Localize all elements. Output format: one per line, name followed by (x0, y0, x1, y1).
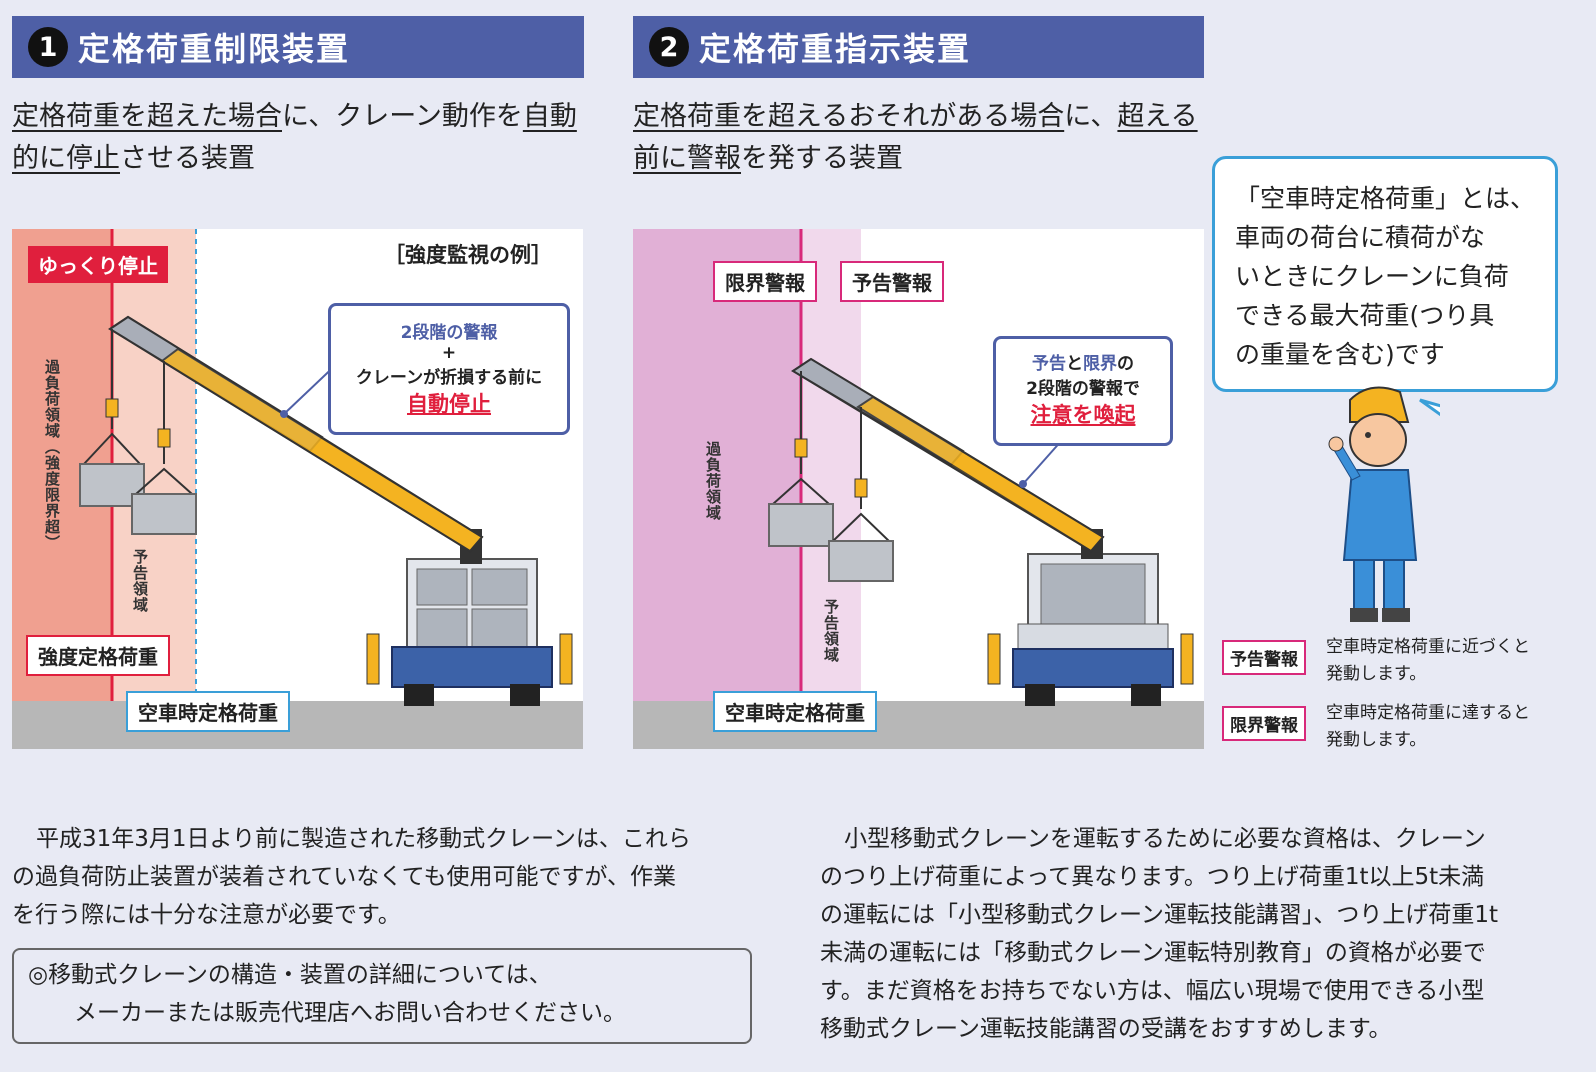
legend-notice-tag: 予告警報 (1222, 640, 1306, 675)
right-para-line5: す。まだ資格をお持ちでない方は、幅広い現場で使用できる小型 (820, 978, 1485, 1004)
inquiry-note-box: ◎移動式クレーンの構造・装置の詳細については、 メーカーまたは販売代理店へお問い… (12, 948, 752, 1044)
callout-before-break: クレーンが折損する前に (355, 368, 543, 388)
section1-crane-illustration (12, 229, 583, 749)
left-para-line3: を行う際には十分な注意が必要です。 (12, 902, 401, 928)
section2-description: 定格荷重を超えるおそれがある場合に、超える 前に警報を発する装置 (633, 96, 1223, 180)
empty-rated-load-label: 空車時定格荷重 (126, 691, 290, 732)
bubble-line5: の重量を含む)です (1235, 340, 1445, 369)
callout-no: の (1117, 354, 1134, 374)
empty-rated-load-label: 空車時定格荷重 (713, 691, 877, 732)
section2-crane-illustration (633, 229, 1204, 749)
right-para-line3: の運転には「小型移動式クレーン運転技能講習」、つり上げ荷重1t (820, 902, 1499, 928)
section2-title: 定格荷重指示装置 (699, 30, 972, 68)
section2-desc-emphasis2a: 超える (1117, 101, 1198, 132)
callout-plus: + (441, 343, 457, 363)
right-para-line2: のつり上げ荷重によって異なります。つり上げ荷重1t以上5t未満 (820, 864, 1485, 890)
section2-desc-emphasis2b: 前に警報 (633, 143, 741, 174)
section1-description: 定格荷重を超えた場合に、クレーン動作を自動 的に停止させる装置 (12, 96, 592, 180)
warning-zone (801, 229, 861, 701)
warning-zone-label: 予告領域 (822, 599, 840, 663)
overload-zone-label: 過負荷領域（強度限界超） (43, 359, 61, 551)
section1-number-badge: 1 (28, 27, 68, 67)
callout-attention: 注意を喚起 (1030, 403, 1136, 427)
legend-limit-text2: 発動します。 (1326, 730, 1427, 750)
slow-stop-label: ゆっくり停止 (28, 246, 168, 283)
load-2 (828, 540, 894, 582)
legend-notice-text1: 空車時定格荷重に近づくと (1326, 637, 1530, 657)
limit-warning-label: 限界警報 (713, 261, 817, 302)
section2-diagram: 限界警報 予告警報 過負荷領域 予告領域 空車時定格荷重 予告と限界の 2段階の… (633, 229, 1204, 749)
left-para-line2: の過負荷防止装置が装着されていなくても使用可能ですが、作業 (12, 864, 677, 890)
section2-desc-emphasis1: 定格荷重を超えるおそれがある場合 (633, 101, 1065, 132)
callout-two-stage: 2段階の警報 (400, 323, 498, 343)
section1-desc-emphasis1: 定格荷重を超えた場合 (12, 101, 282, 132)
overload-zone (633, 229, 801, 701)
right-para-line6: 移動式クレーン運転技能講習の受講をおすすめします。 (820, 1016, 1392, 1042)
legend-limit-tag: 限界警報 (1222, 706, 1306, 741)
bubble-line2: 車両の荷台に積荷がな (1235, 223, 1486, 252)
bottom-left-paragraph: 平成31年3月1日より前に製造された移動式クレーンは、これら の過負荷防止装置が… (12, 820, 772, 934)
section1-desc-text1: に、クレーン動作を (282, 101, 523, 132)
left-para-line1: 平成31年3月1日より前に製造された移動式クレーンは、これら (36, 826, 691, 852)
section1-title: 定格荷重制限装置 (78, 30, 351, 68)
legend-limit-text1: 空車時定格荷重に達すると (1326, 703, 1530, 723)
right-para-line1: 小型移動式クレーンを運転するために必要な資格は、クレーン (844, 826, 1486, 852)
worker-illustration (1328, 386, 1440, 622)
section1-callout: 2段階の警報 + クレーンが折損する前に 自動停止 (328, 303, 570, 435)
section1-desc-text2: させる装置 (120, 143, 255, 174)
definition-speech-bubble: 「空車時定格荷重」とは、 車両の荷台に積荷がな いときにクレーンに負荷 できる最… (1212, 156, 1558, 392)
example-caption: ［強度監視の例］ (384, 243, 552, 267)
callout-auto-stop: 自動停止 (407, 392, 491, 416)
notice-warning-label: 予告警報 (840, 261, 944, 302)
load-1 (768, 503, 834, 547)
warning-zone-label: 予告領域 (131, 549, 149, 613)
truck (366, 529, 573, 706)
bubble-line4: できる最大荷重(つり具 (1235, 301, 1495, 330)
strength-rated-load-label: 強度定格荷重 (26, 635, 170, 676)
note-line1: ◎移動式クレーンの構造・装置の詳細については、 (28, 962, 552, 988)
section2-header: 2 定格荷重指示装置 (633, 16, 1204, 78)
boom-retracted (856, 395, 1105, 553)
bubble-line3: いときにクレーンに負荷 (1235, 262, 1509, 291)
callout-line1: 予告と限界の (996, 349, 1170, 374)
boom-retracted (160, 347, 484, 553)
section2-desc-text1: に、 (1064, 101, 1118, 132)
section2-number-badge: 2 (649, 27, 689, 67)
note-line2: メーカーまたは販売代理店へお問い合わせください。 (74, 1000, 626, 1026)
callout-and: と (1066, 354, 1083, 374)
section1-header: 1 定格荷重制限装置 (12, 16, 584, 78)
callout-two-stage: 2段階の警報で (1026, 379, 1140, 399)
right-para-line4: 未満の運転には「移動式クレーン運転特別教育」の資格が必要で (820, 940, 1486, 966)
legend-limit-description: 空車時定格荷重に達すると 発動します。 (1326, 700, 1530, 754)
section1-diagram: ゆっくり停止 ［強度監視の例］ 過負荷領域（強度限界超） 予告領域 強度定格荷重… (12, 229, 583, 749)
load-2 (131, 493, 197, 535)
legend-notice-text2: 発動します。 (1326, 664, 1427, 684)
section2-callout: 予告と限界の 2段階の警報で 注意を喚起 (993, 336, 1173, 446)
section1-desc-emphasis2a: 自動 (522, 101, 577, 132)
section1-desc-emphasis2b: 的に停止 (12, 143, 120, 174)
callout-notice: 予告 (1032, 354, 1066, 374)
truck (987, 529, 1194, 706)
overload-zone-label: 過負荷領域 (704, 441, 722, 521)
bottom-right-paragraph: 小型移動式クレーンを運転するために必要な資格は、クレーン のつり上げ荷重によって… (820, 820, 1590, 1048)
callout-limit: 限界 (1083, 354, 1117, 374)
bubble-line1: 「空車時定格荷重」とは、 (1235, 184, 1536, 213)
legend-notice-description: 空車時定格荷重に近づくと 発動します。 (1326, 634, 1530, 688)
section2-desc-text2: を発する装置 (741, 143, 903, 174)
ground (12, 701, 583, 749)
